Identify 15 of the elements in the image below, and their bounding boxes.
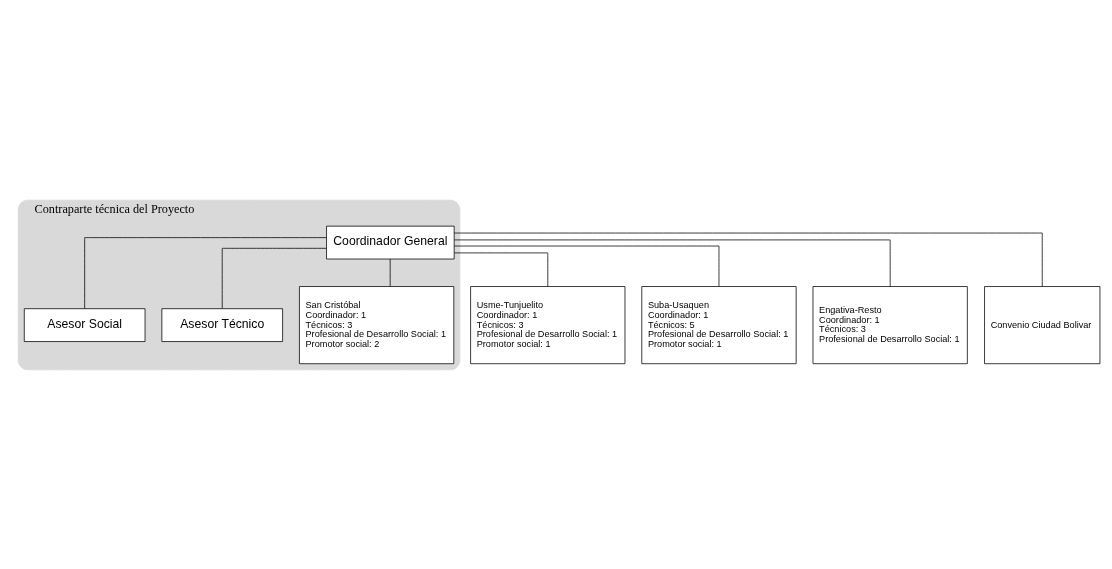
connector (453, 232, 1043, 287)
connector (389, 258, 391, 287)
node-box: Engativa-Resto Coordinador: 1 Técnicos: 3 Profesional de Desarrollo Social: 1 (812, 285, 968, 364)
node-box: Suba-Usaquen Coordinador: 1 Técnicos: 5 Profesional de Desarrollo Social: 1 Promotor social: 1 (641, 285, 797, 364)
connector (84, 236, 327, 309)
node-box: Coordinador General (326, 225, 455, 259)
connector (454, 239, 891, 287)
connector (453, 245, 720, 287)
connector (221, 247, 327, 309)
node-box: San Cristóbal Coordinador: 1 Técnicos: 3 Profesional de Desarrollo Social: 1 Promotor social: 2 (299, 285, 455, 364)
node-box: Asesor Social (23, 307, 146, 342)
node-box: Asesor Técnico (161, 307, 283, 342)
node-box: Usme-Tunjuelito Coordinador: 1 Técnicos: 3 Profesional de Desarrollo Social: 1 Promotor social: 1 (470, 285, 626, 364)
connector (454, 252, 549, 287)
node-box: Convenio Ciudad Bolivar (984, 285, 1101, 364)
